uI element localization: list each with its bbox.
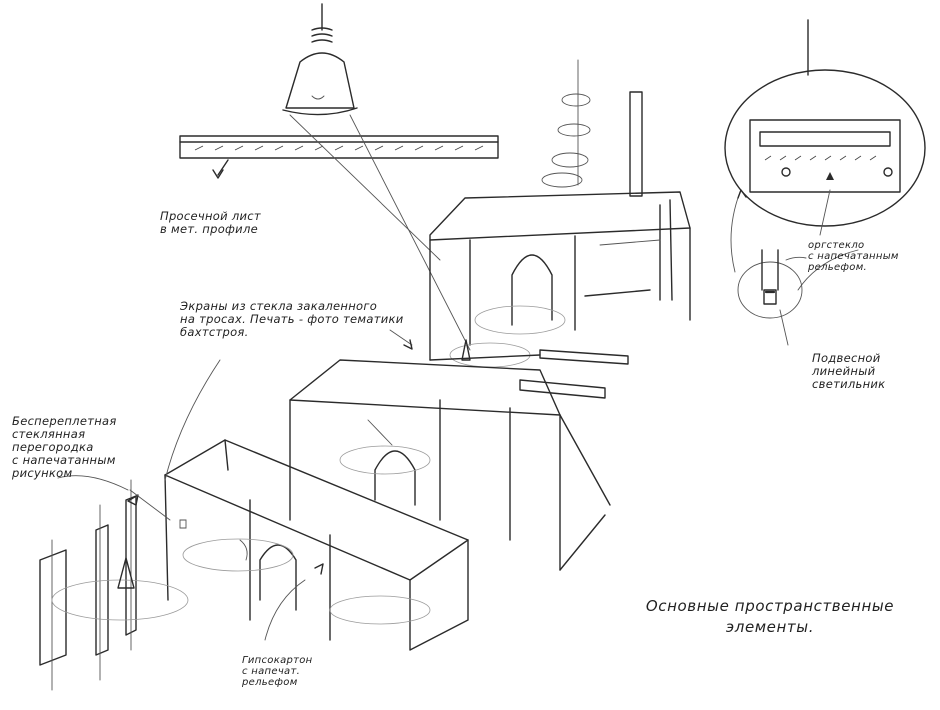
hanging-discs bbox=[541, 59, 643, 197]
plexiglass-detail bbox=[730, 189, 807, 346]
glass-partition-panels bbox=[39, 475, 189, 691]
pendant-lamp-sketch bbox=[282, 3, 358, 116]
label-pendant-light: Подвесной линейный светильник bbox=[812, 351, 886, 391]
leader-lines bbox=[129, 249, 859, 641]
label-drywall: Гипсокартон с напечат. рельефом bbox=[242, 655, 313, 688]
label-plexiglass: оргстекло с напечатанным рельефом. bbox=[808, 240, 899, 273]
label-glass-partition: Беспереплетная стеклянная перегородка с … bbox=[12, 414, 117, 480]
upper-volume bbox=[429, 191, 691, 399]
front-volume bbox=[164, 439, 469, 651]
label-light-sheet: Просечной лист в мет. профиле bbox=[160, 209, 261, 236]
perforated-sheet-profile bbox=[179, 135, 499, 179]
label-glass-screens: Экраны из стекла закаленного на тросах. … bbox=[180, 299, 404, 339]
sketch-title: Основные пространственные элементы. bbox=[645, 597, 895, 636]
detail-circle bbox=[724, 19, 926, 236]
middle-volume bbox=[289, 359, 611, 571]
